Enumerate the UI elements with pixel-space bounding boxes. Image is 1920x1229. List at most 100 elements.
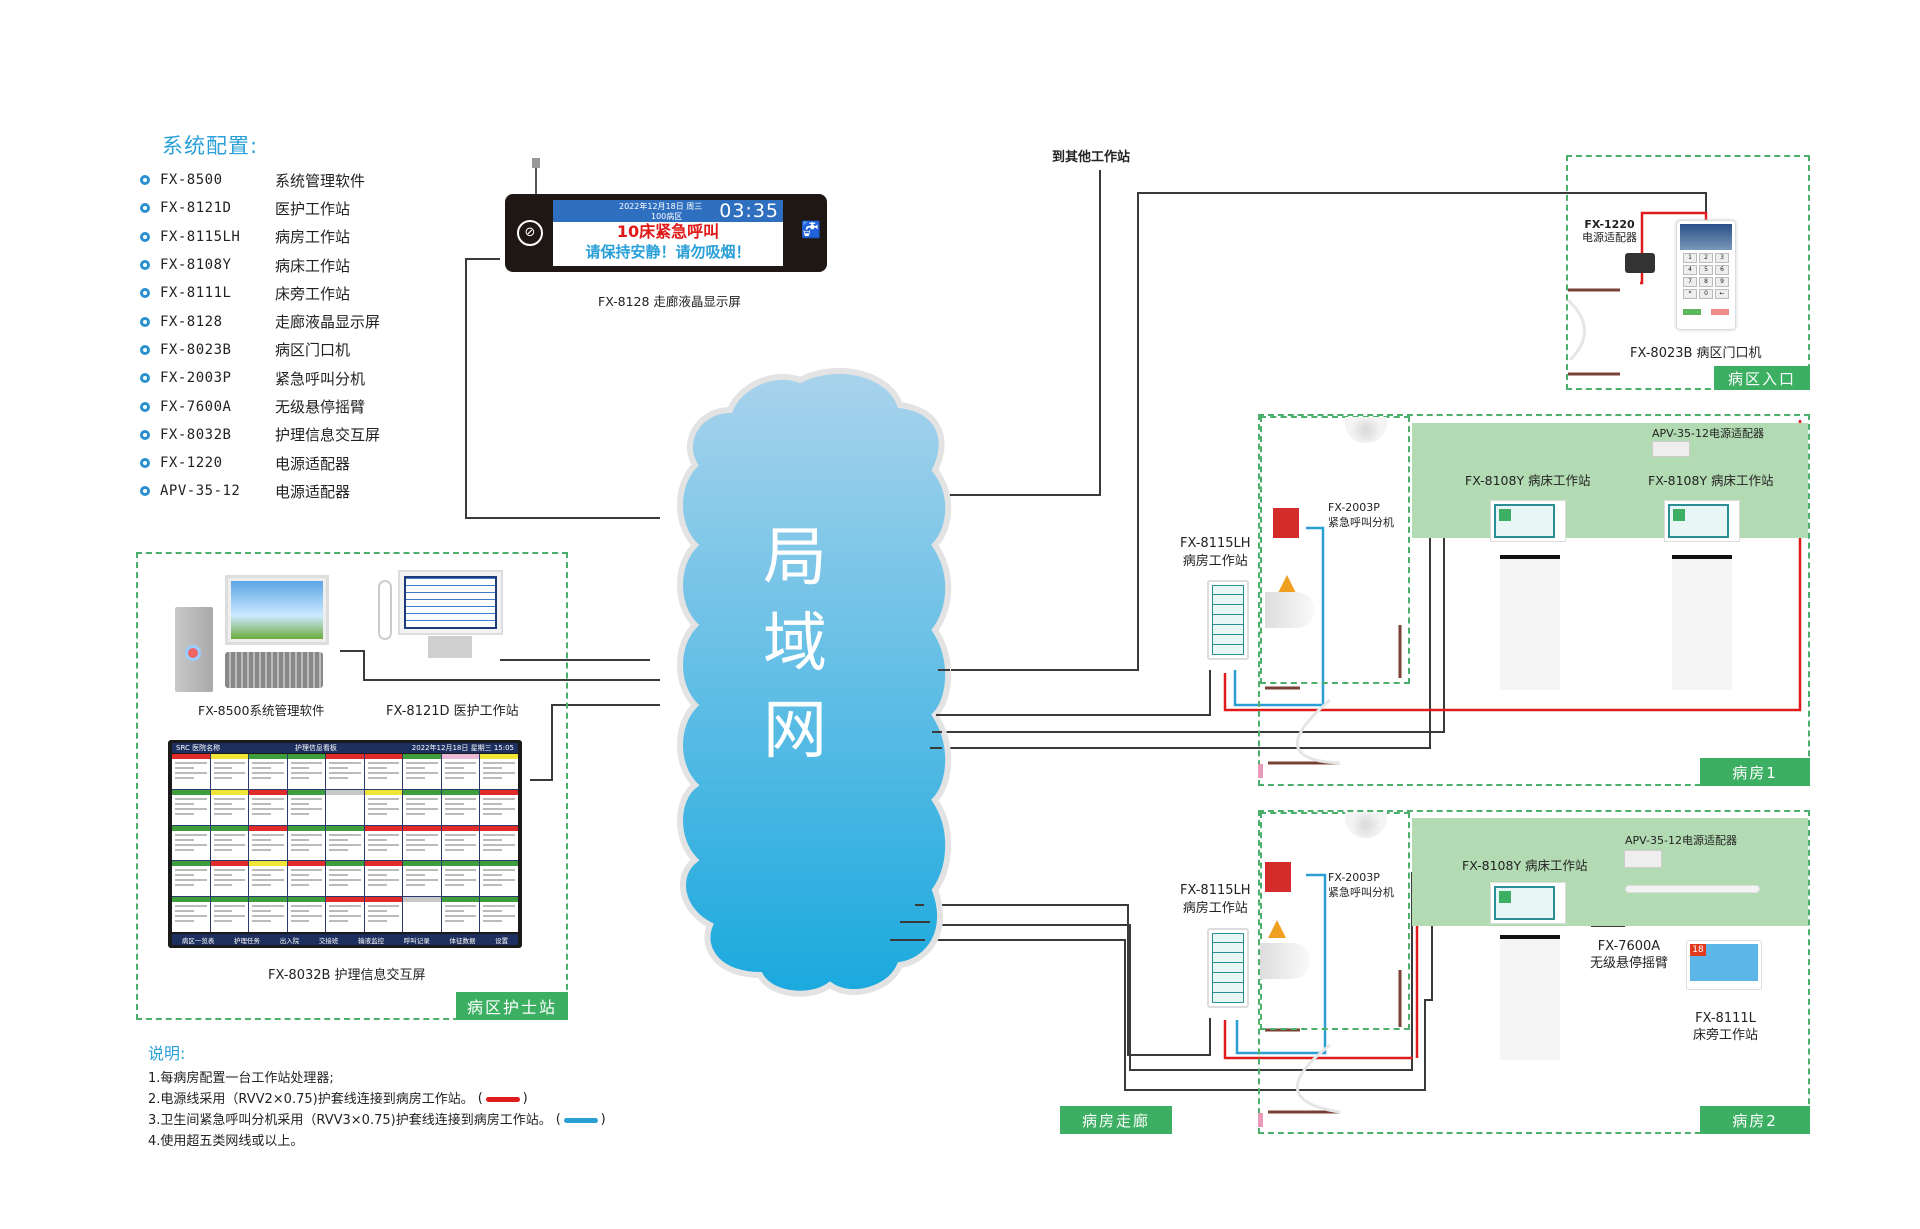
ward2-tag: 病房2 (1700, 1106, 1810, 1134)
patient-card (210, 825, 249, 861)
patient-card (326, 861, 364, 897)
keypad-key[interactable]: 9 (1715, 277, 1729, 287)
config-name: 无级悬停摇臂 (275, 398, 366, 417)
nurse-screen-tab[interactable]: 设置 (495, 936, 509, 945)
patient-card (441, 789, 480, 825)
keypad-key[interactable]: 0 (1699, 289, 1713, 299)
note-item: 4.使用超五类网线或以上。 (148, 1131, 598, 1152)
notes-title: 说明: (148, 1044, 186, 1063)
patient-card (480, 861, 518, 897)
ward2-room-station-model: FX-8115LH (1180, 883, 1251, 898)
nurse-screen-tab[interactable]: 出入院 (279, 936, 300, 945)
ward2-room-station-name: 病房工作站 (1182, 901, 1248, 916)
keypad-key[interactable]: 6 (1715, 265, 1729, 275)
wire-pc (340, 650, 650, 681)
keypad-key[interactable]: 3 (1715, 253, 1729, 263)
ward2-bed-station-label: FX-8108Y 病床工作站 (1462, 858, 1588, 873)
config-model: FX-8115LH (160, 228, 241, 245)
config-name: 走廊液晶显示屏 (275, 313, 381, 332)
keypad-key[interactable]: 1 (1683, 253, 1697, 263)
patient-card (403, 754, 441, 789)
config-name: 病区门口机 (275, 341, 351, 360)
entrance-tag: 病区入口 (1714, 366, 1810, 390)
nurse-screen-tab[interactable]: 交接班 (318, 936, 339, 945)
patient-card (210, 754, 249, 789)
lcd-date: 2022年12月18日 周三 (619, 202, 703, 211)
patient-card (364, 825, 403, 861)
ward1-pull-cord (1278, 575, 1296, 593)
patient-card (249, 754, 287, 789)
patient-card (287, 789, 326, 825)
lan-char-3: 网 (763, 693, 827, 768)
ward2-pull-cord (1268, 920, 1286, 938)
lcd-ward: 100病区 (651, 212, 683, 221)
ward2-bedside-model: FX-8111L (1695, 1011, 1756, 1026)
nurse-info-screen: SRC 医院名称 护理信息看板 2022年12月18日 星期三 15:05 病区… (168, 740, 522, 948)
ward1-door-sensor (1258, 764, 1263, 778)
patient-card (287, 754, 326, 789)
notes: 说明: 1.每病房配置一台工作站处理器;2.电源线采用（RVV2×0.75)护套… (148, 1040, 606, 1152)
patient-card (441, 754, 480, 789)
patient-card (326, 754, 364, 789)
bullet-icon (140, 231, 150, 242)
lan-label: 局 域 网 (745, 515, 845, 774)
config-name: 医护工作站 (275, 199, 351, 218)
ward2-swing-arm (1625, 885, 1760, 893)
corridor-display-label: FX-8128 走廊液晶显示屏 (598, 294, 741, 309)
config-model: FX-8032B (160, 426, 232, 443)
bullet-icon (140, 288, 150, 299)
bullet-icon (140, 316, 150, 327)
keypad-key[interactable]: 8 (1699, 277, 1713, 287)
config-model: FX-8111L (160, 285, 232, 302)
config-model: FX-8128 (160, 313, 223, 330)
patient-card (441, 825, 480, 861)
wire-ward1-a (945, 670, 1211, 716)
ward2-toilet (1260, 943, 1310, 979)
power-adapter-fx1220 (1625, 253, 1655, 273)
ward1-emergency-label: FX-2003P 紧急呼叫分机 (1328, 500, 1394, 530)
ward2-emergency-name: 紧急呼叫分机 (1328, 886, 1394, 899)
config-name: 电源适配器 (275, 482, 351, 501)
nurse-screen-tab[interactable]: 护理任务 (234, 936, 261, 945)
ward2-bathroom (1260, 812, 1410, 1030)
keypad-key[interactable]: 7 (1683, 277, 1697, 287)
bullet-icon (140, 203, 150, 214)
keypad-key[interactable]: 2 (1699, 253, 1713, 263)
ward1-zone (1258, 414, 1810, 786)
nurse-screen-tab[interactable]: 病区一览表 (181, 936, 215, 945)
ward1-toilet (1265, 592, 1315, 628)
nurse-screen-tab[interactable]: 体征数据 (449, 936, 476, 945)
entrance-adapter-model: FX-1220 (1584, 218, 1635, 231)
bullet-icon (140, 486, 150, 497)
nurse-station-tag: 病区护士站 (456, 992, 568, 1020)
ward1-room-station (1207, 580, 1249, 660)
lan-char-2: 域 (763, 607, 827, 682)
power-ward1-room (1223, 420, 1802, 712)
wire-nurse-screen (530, 704, 650, 781)
nurse-screen-tab[interactable]: 输液监控 (358, 936, 385, 945)
nurse-screen-header: SRC 医院名称 护理信息看板 2022年12月18日 星期三 15:05 (172, 743, 518, 753)
keypad-key[interactable]: ← (1715, 289, 1729, 299)
config-model: FX-7600A (160, 398, 232, 415)
patient-card (287, 861, 326, 897)
patient-card (364, 897, 403, 932)
config-item: FX-7600A 无级悬停摇臂 (140, 392, 380, 420)
pc-label: FX-8500系统管理软件 (198, 703, 325, 718)
patient-card-grid (172, 754, 518, 932)
config-name: 紧急呼叫分机 (275, 369, 366, 388)
lcd-alert: 10床紧急呼叫 (616, 222, 720, 241)
patient-card (364, 861, 403, 897)
ward2-adapter (1624, 850, 1662, 868)
nurse-screen-tab[interactable]: 呼叫记录 (403, 936, 430, 945)
nurse-screen-clock: 2022年12月18日 星期三 15:05 (411, 744, 514, 752)
keypad-key[interactable]: * (1683, 289, 1697, 299)
corridor-tag: 病房走廊 (1060, 1106, 1172, 1134)
config-model: FX-8500 (160, 172, 223, 189)
config-name: 病床工作站 (275, 256, 351, 275)
bullet-icon (140, 260, 150, 271)
keypad-key[interactable]: 5 (1699, 265, 1713, 275)
keypad-key[interactable]: 4 (1683, 265, 1697, 275)
